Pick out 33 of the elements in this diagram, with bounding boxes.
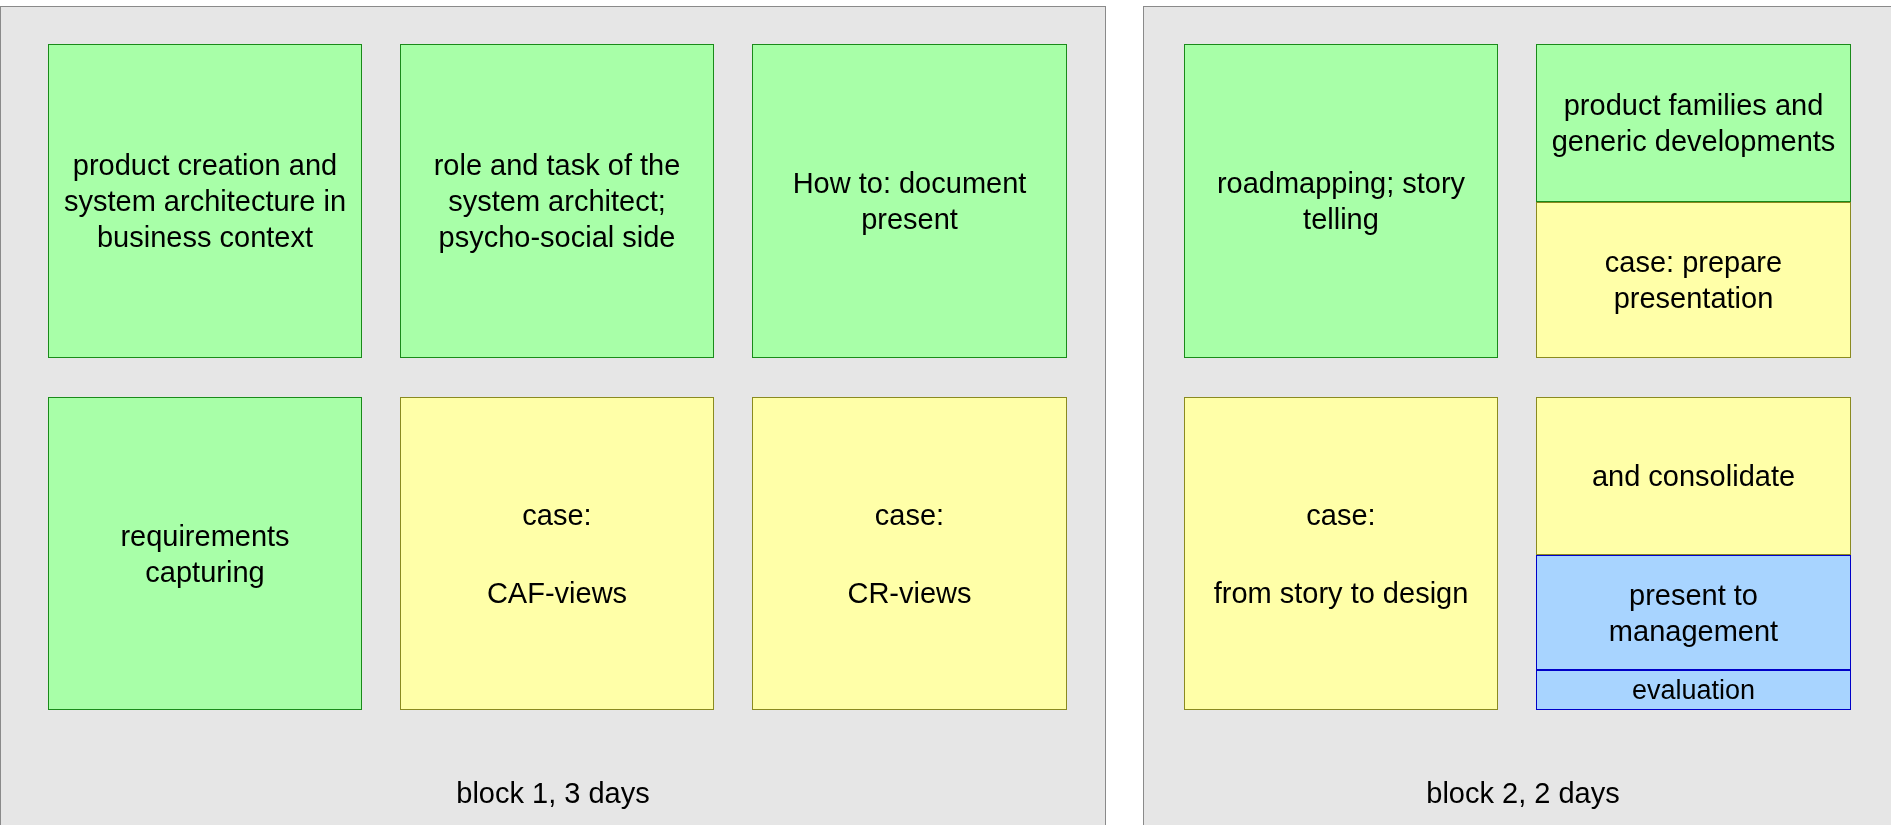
case-card: [1536, 397, 1851, 555]
block-label: block 1, 3 days: [455, 776, 651, 811]
card-text: product families and generic developments: [1550, 88, 1837, 159]
card-text: role and task of the system architect; psycho-social side: [432, 148, 682, 255]
card-heading: case:: [1305, 497, 1377, 533]
block-label: block 2, 2 days: [1425, 776, 1621, 811]
topic-card: [48, 397, 362, 710]
card-text: evaluation: [1630, 674, 1757, 706]
case-card: [752, 397, 1067, 710]
card-text: How to: document present: [791, 166, 1028, 237]
card-text: CAF-views: [485, 575, 629, 611]
case-card: [1536, 202, 1851, 358]
card-heading: case:: [873, 497, 946, 533]
topic-card: [1536, 44, 1851, 202]
card-heading: case:: [521, 497, 593, 533]
card-text: product creation and system architecture in business context: [62, 148, 347, 255]
session-card: [1536, 670, 1851, 710]
topic-card: [48, 44, 362, 358]
card-text: requirements capturing: [119, 518, 291, 590]
topic-card: [1184, 44, 1498, 358]
card-text: case: prepare presentation: [1603, 245, 1784, 316]
topic-card: [752, 44, 1067, 358]
card-text: CR-views: [846, 575, 973, 611]
card-text: roadmapping; story telling: [1215, 166, 1467, 237]
card-text: and consolidate: [1590, 459, 1797, 494]
session-card: [1536, 555, 1851, 670]
card-text: from story to design: [1212, 575, 1470, 611]
case-card: [400, 397, 714, 710]
case-card: [1184, 397, 1498, 710]
topic-card: [400, 44, 714, 358]
block-panel: [1143, 6, 1891, 825]
block-panel: [0, 6, 1106, 825]
card-text: present to management: [1607, 577, 1780, 649]
